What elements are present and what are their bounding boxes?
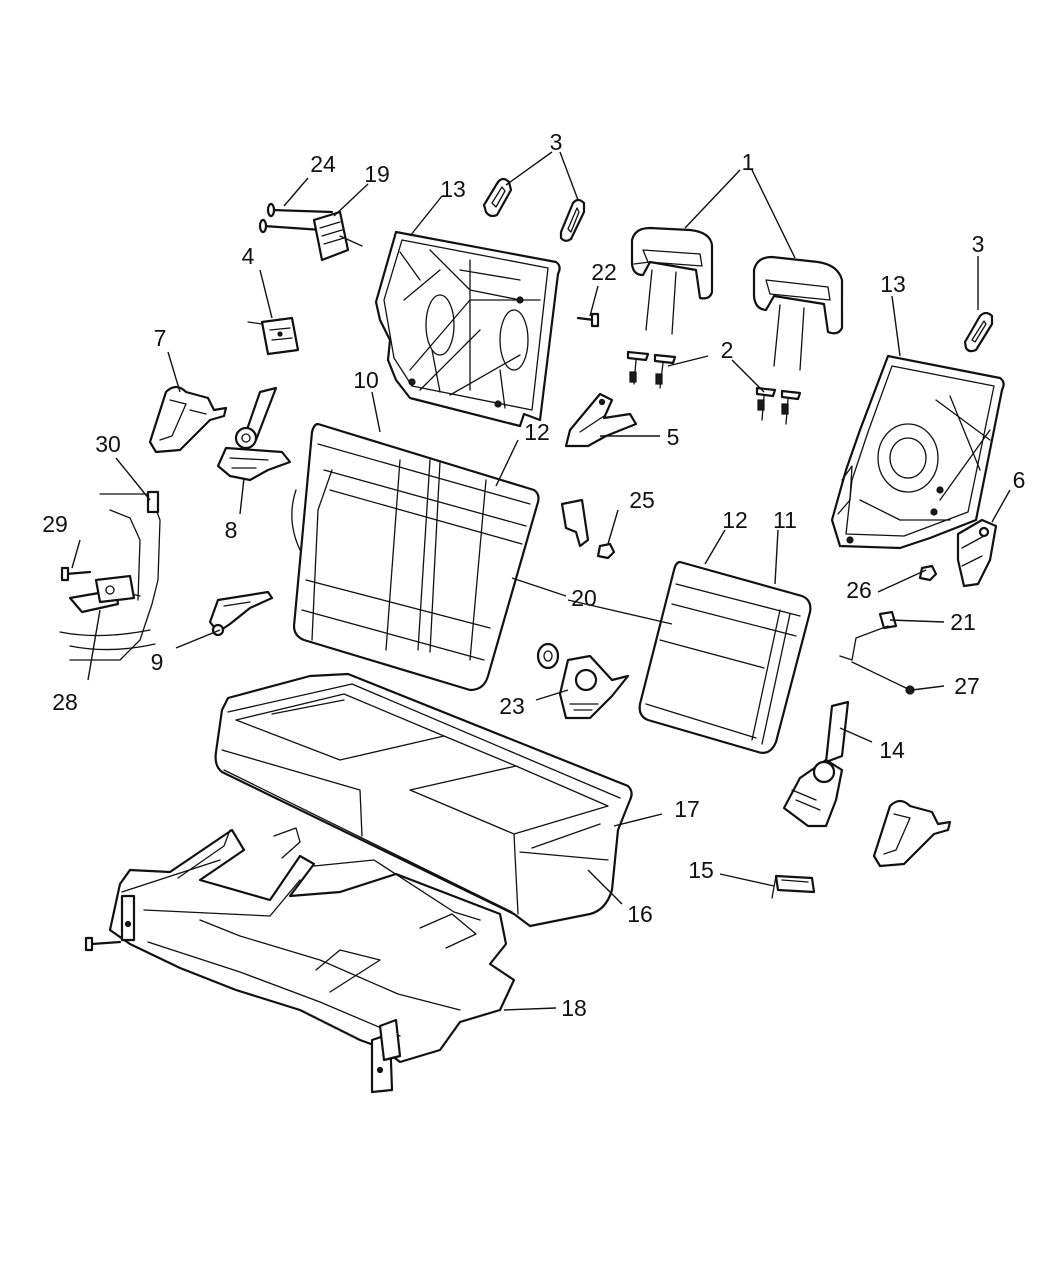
callout-7: 7 — [154, 325, 167, 351]
callout-14: 14 — [879, 737, 905, 763]
nut — [596, 542, 616, 560]
callout-26: 26 — [846, 577, 872, 603]
callout-12-right: 12 — [722, 507, 748, 533]
body-side-panel — [59, 490, 161, 661]
headrest-right — [752, 255, 844, 371]
mounting-bracket-left — [208, 590, 274, 637]
headrest-guide-sleeves-left — [626, 350, 677, 389]
callout-18: 18 — [561, 995, 587, 1021]
seat-cushion-assembly — [214, 672, 633, 928]
small-bracket — [560, 498, 590, 548]
callout-23: 23 — [499, 693, 525, 719]
headrest-left — [630, 226, 714, 335]
callout-4: 4 — [242, 243, 255, 269]
headrest-guide-bezel-right — [963, 311, 994, 353]
callout-13-left: 13 — [440, 176, 466, 202]
callout-6: 6 — [1013, 467, 1026, 493]
seatback-frame-right — [830, 354, 1005, 550]
callout-5: 5 — [667, 424, 680, 450]
callout-3-center: 3 — [550, 129, 563, 155]
seatback-latch-striker — [312, 210, 363, 262]
bolt-pair — [258, 202, 334, 234]
headrest-guide-bezel-left — [482, 177, 513, 218]
seatback-frame-left — [374, 230, 561, 428]
callout-30: 30 — [95, 431, 121, 457]
seat-cushion-frame — [84, 827, 516, 1094]
seatback-60-assembly — [291, 422, 540, 692]
callout-17: 17 — [674, 796, 700, 822]
pivot-trim-cover-left — [148, 385, 228, 454]
screw — [576, 312, 600, 328]
latch-plate — [771, 874, 816, 899]
release-cable — [839, 610, 915, 695]
callout-24: 24 — [310, 151, 336, 177]
pivot-trim-cover-right — [872, 799, 952, 868]
callout-16: 16 — [627, 901, 653, 927]
callout-28: 28 — [52, 689, 78, 715]
callout-10: 10 — [353, 367, 379, 393]
callout-25: 25 — [629, 487, 655, 513]
recliner-latch-center — [536, 642, 630, 720]
callout-22: 22 — [591, 259, 617, 285]
callout-15: 15 — [688, 857, 714, 883]
callout-2: 2 — [721, 337, 734, 363]
callout-27: 27 — [954, 673, 980, 699]
callout-9: 9 — [151, 649, 164, 675]
leader-lines — [71, 151, 1011, 1011]
side-bracket-right — [956, 518, 998, 588]
callout-1: 1 — [742, 149, 755, 175]
anchor-bolt — [60, 566, 92, 582]
recliner-latch-right — [782, 700, 850, 828]
callout-labels: 1 2 3 3 4 5 6 7 8 9 10 11 12 12 13 13 14… — [42, 129, 1025, 1021]
recliner-latch-left — [216, 386, 292, 482]
seatback-40-assembly — [638, 560, 812, 754]
callout-21: 21 — [950, 609, 976, 635]
callout-11: 11 — [773, 507, 797, 533]
callout-29: 29 — [42, 511, 68, 537]
callout-12-left: 12 — [524, 419, 550, 445]
callout-13-right: 13 — [880, 271, 906, 297]
hinge-bracket — [247, 316, 300, 356]
headrest-guide-bezel-center — [559, 198, 586, 242]
callout-3-right: 3 — [972, 231, 985, 257]
callout-20: 20 — [571, 585, 597, 611]
nut-right — [918, 564, 938, 582]
callout-8: 8 — [225, 517, 238, 543]
callout-19: 19 — [364, 161, 390, 187]
tether-anchor — [68, 574, 136, 614]
headrest-guide-sleeves-right — [755, 386, 802, 425]
upper-hinge-bracket — [564, 392, 638, 448]
